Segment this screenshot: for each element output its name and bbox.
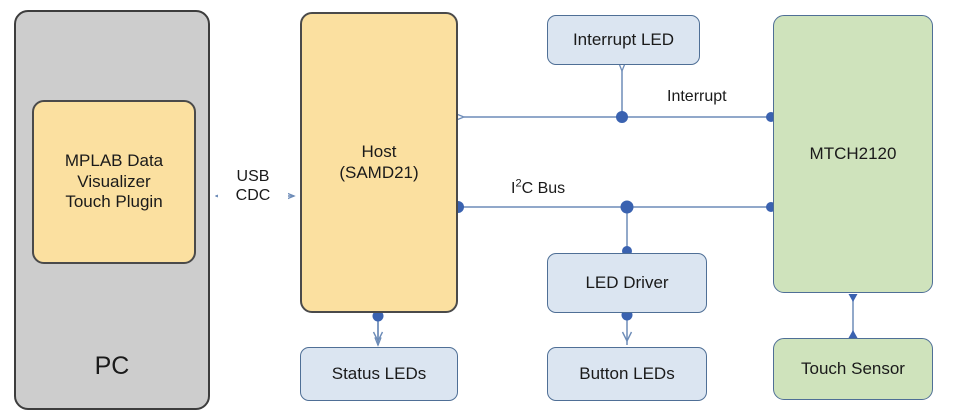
usb-cdc-edge-label: USB CDC — [218, 168, 288, 206]
interrupt-led-label: Interrupt LED — [572, 29, 675, 49]
junction-dot — [620, 200, 634, 214]
host-label: Host (SAMD21) — [339, 141, 419, 182]
wire-host-status-leds — [372, 310, 384, 346]
mtch2120-label: MTCH2120 — [809, 143, 897, 163]
button-leds-box[interactable]: Button LEDs — [547, 347, 707, 401]
wire-mtch-touch-sensor — [848, 294, 858, 338]
led-driver-label: LED Driver — [585, 272, 669, 292]
led-driver-box[interactable]: LED Driver — [547, 253, 707, 313]
plugin-label: MPLAB Data Visualizer Touch Plugin — [64, 150, 164, 212]
wire-i2c — [452, 200, 776, 256]
interrupt-led-box[interactable]: Interrupt LED — [547, 15, 700, 65]
pc-label: PC — [94, 352, 130, 380]
touch-sensor-label: Touch Sensor — [801, 358, 905, 378]
interrupt-edge-label: Interrupt — [664, 88, 730, 106]
status-leds-label: Status LEDs — [331, 363, 427, 383]
mplab-data-visualizer-touch-plugin-box[interactable]: MPLAB Data Visualizer Touch Plugin — [32, 100, 196, 264]
i2c-bus-edge-label: I2C Bus — [508, 178, 569, 198]
status-leds-box[interactable]: Status LEDs — [300, 347, 458, 401]
junction-dot — [616, 111, 628, 123]
button-leds-label: Button LEDs — [579, 363, 675, 383]
host-samd21-box[interactable]: Host (SAMD21) — [300, 12, 458, 313]
mtch2120-box[interactable]: MTCH2120 — [773, 15, 933, 293]
touch-sensor-box[interactable]: Touch Sensor — [773, 338, 933, 400]
wire-led-driver-button-leds — [621, 309, 633, 345]
